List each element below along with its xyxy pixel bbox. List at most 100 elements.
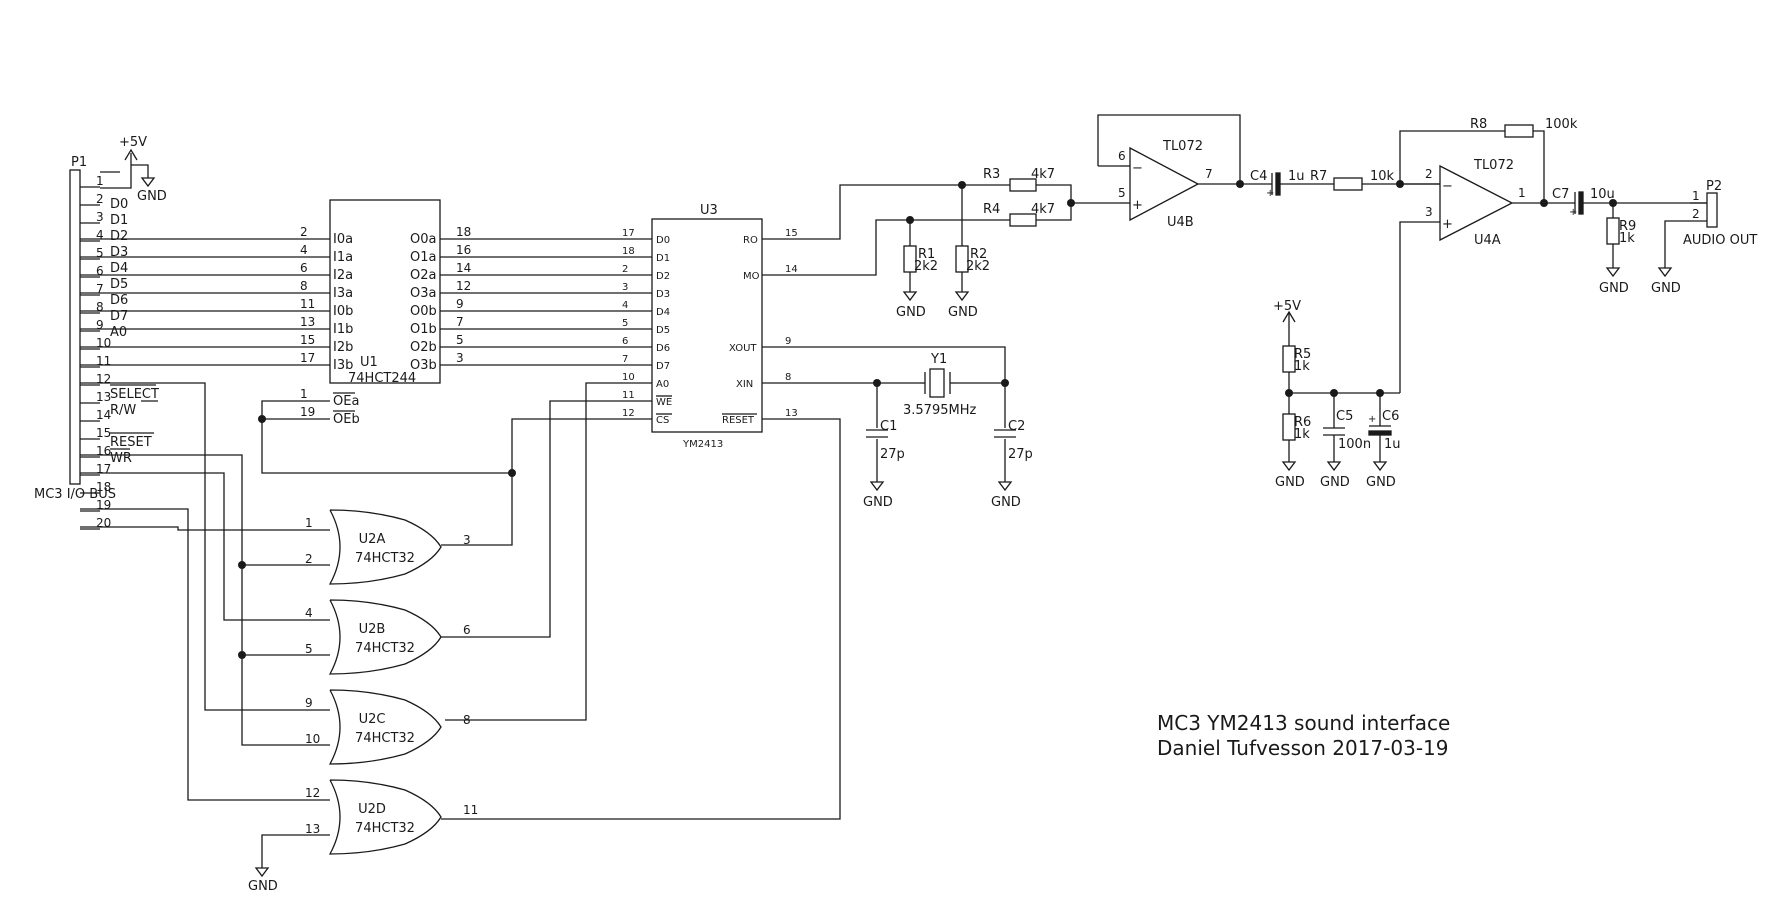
coupling-c4-r7: + C4 1u R7 10k (1240, 169, 1440, 199)
title-block: MC3 YM2413 sound interface Daniel Tufves… (1157, 711, 1450, 760)
r2-value: 2k2 (966, 259, 990, 274)
r9-value: 1k (1619, 231, 1635, 246)
u3-left-pin: 6 (622, 336, 628, 347)
u3-right-pin: 14 (785, 264, 798, 275)
u1-output-name: O3a (410, 286, 436, 301)
gnd-icon-r9 (1605, 267, 1621, 278)
gnd-label-c2: GND (991, 495, 1021, 510)
u1-output-pin: 12 (456, 279, 471, 293)
u3-left-pin: 7 (622, 354, 628, 365)
or-gate-shape (328, 779, 442, 855)
u4b-ref: U4B (1167, 215, 1194, 230)
u1-oe-name: OEa (333, 394, 359, 409)
u3-left-name: WE (656, 397, 672, 408)
u1-input-name: I2b (333, 340, 353, 355)
gnd-label-c6: GND (1366, 475, 1396, 490)
p1-signal-d7: D7 (110, 309, 128, 324)
c4-ref: C4 (1250, 169, 1267, 184)
c2-ref: C2 (1008, 419, 1025, 434)
c4-value: 1u (1288, 169, 1305, 184)
p2-ref: P2 (1706, 179, 1722, 194)
u3-left-name: D0 (656, 235, 670, 246)
p1-pin-number: 3 (96, 210, 104, 224)
gnd-icon-r1 (902, 291, 918, 302)
or-gate-shape (328, 599, 442, 675)
u1-output-name: O2b (410, 340, 437, 355)
u1-input-pin: 2 (300, 225, 308, 239)
u1-input-name: I0a (333, 232, 353, 247)
u1-input-name: I0b (333, 304, 353, 319)
u2-in2-pin: 10 (305, 732, 320, 746)
c7-value: 10u (1590, 187, 1615, 202)
u3-left-pin: 12 (622, 408, 635, 419)
u3-right-name: MO (743, 271, 760, 282)
u3-left-pin: 18 (622, 246, 635, 257)
audio-mixer: R3 4k7 R4 4k7 R1 2k2 GND R2 2k2 GND (762, 167, 1120, 320)
c6-ref: C6 (1382, 409, 1399, 424)
p1-pin-number: 15 (96, 426, 111, 440)
u2-in2-pin: 5 (305, 642, 313, 656)
crystal-oscillator: Y1 3.5795MHz C1 27p GND C2 27p GND (762, 346, 1033, 510)
u1-oe-pin: 1 (300, 387, 308, 401)
p1-pin-number: 16 (96, 444, 111, 458)
p1-pin-number: 20 (96, 516, 111, 530)
u3-right-name: RO (743, 235, 758, 246)
y1-value: 3.5795MHz (903, 403, 976, 418)
p1-pin-number: 2 (96, 192, 104, 206)
u2-gate-ref: U2A (359, 532, 386, 547)
u4a-ref: U4A (1474, 233, 1501, 248)
vcc-label-r5: +5V (1273, 299, 1301, 314)
r6-value: 1k (1294, 427, 1310, 442)
c2-value: 27p (1008, 447, 1033, 462)
p1-signal-a0: A0 (110, 325, 127, 340)
r7-value: 10k (1370, 169, 1395, 184)
c5-value: 100n (1338, 437, 1371, 452)
r7-ref: R7 (1310, 169, 1327, 184)
u1-output-pin: 18 (456, 225, 471, 239)
svg-text:+: + (1442, 217, 1453, 232)
u1-output-name: O0b (410, 304, 437, 319)
p1-signal-d1: D1 (110, 213, 128, 228)
u1-output-pin: 5 (456, 333, 464, 347)
gnd-icon-c6 (1372, 461, 1388, 472)
r5-ref: R5 (1294, 347, 1311, 362)
r2-ref: R2 (970, 247, 987, 262)
audio-output: + C7 10u R9 1k GND GND 1 2 P2 AUDIO OUT (1544, 179, 1757, 296)
gnd-icon-r6 (1281, 461, 1297, 472)
vcc-arrow-icon (124, 148, 138, 161)
u1-input-pin: 6 (300, 261, 308, 275)
u4a-opamp: − + R8 100k 2 3 1 TL072 U4A (1399, 117, 1578, 393)
gnd-icon-c5 (1326, 461, 1342, 472)
c5-ref: C5 (1336, 409, 1353, 424)
r9-ref: R9 (1619, 219, 1636, 234)
u3-left-name: D1 (656, 253, 670, 264)
u3-left-name: D6 (656, 343, 670, 354)
r1-value: 2k2 (914, 259, 938, 274)
p1-signal-d4: D4 (110, 261, 128, 276)
p1-pin-number: 11 (96, 354, 111, 368)
u4b-value: TL072 (1162, 139, 1203, 154)
p1-ref: P1 (71, 155, 87, 170)
u1-output-pin: 9 (456, 297, 464, 311)
u1-input-pin: 15 (300, 333, 315, 347)
u3-ym2413: U3 YM2413 D017D118D22D33D44D55D66D77A010… (622, 203, 798, 450)
r1-ref: R1 (918, 247, 935, 262)
u3-left-pin: 11 (622, 390, 635, 401)
r3-value: 4k7 (1031, 167, 1055, 182)
u3-left-pin: 3 (622, 282, 628, 293)
u3-right-pin: 8 (785, 372, 791, 383)
u1-output-name: O1b (410, 322, 437, 337)
u1-output-pin: 7 (456, 315, 464, 329)
p1-signal-d2: D2 (110, 229, 128, 244)
p1-signal-d3: D3 (110, 245, 128, 260)
p1-pin-number: 12 (96, 372, 111, 386)
gnd-label-p2: GND (1651, 281, 1681, 296)
u1-input-name: I1b (333, 322, 353, 337)
u4b-pin-out: 7 (1205, 167, 1213, 181)
p1-signal-d0: D0 (110, 197, 128, 212)
p1-pin-number: 5 (96, 246, 104, 260)
p1-pin-number: 4 (96, 228, 104, 242)
u3-left-name: D4 (656, 307, 670, 318)
